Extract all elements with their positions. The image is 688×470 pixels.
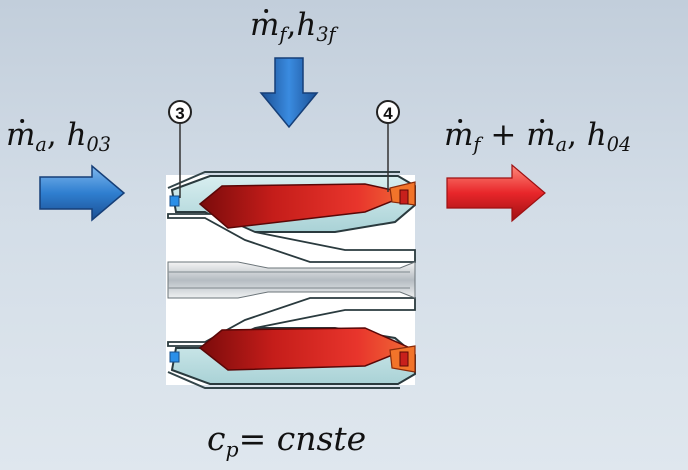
out-mdot-a-sub: a	[555, 133, 568, 157]
fuel-mdot: m	[250, 7, 280, 43]
out-mdot-f: m	[444, 117, 474, 153]
outlet-arrow-icon	[446, 163, 546, 223]
fuel-h: h	[296, 7, 317, 43]
cp-sub: p	[225, 437, 239, 462]
fuel-flow-label: mf,h3f	[250, 7, 336, 47]
fuel-sep: ,	[286, 7, 297, 43]
cp-eq: =	[238, 419, 277, 458]
air-mdot-sub: a	[35, 133, 47, 157]
air-flow-label: ma, h03	[6, 117, 111, 157]
air-h-sub: 03	[86, 133, 111, 157]
outlet-flow-label: mf + ma, h04	[444, 117, 632, 157]
combustor-body	[166, 171, 416, 389]
station-4-label: 4	[383, 104, 393, 123]
out-mdot-a: m	[526, 117, 556, 153]
out-mdot-f-sub: f	[473, 133, 481, 157]
inlet-arrow-icon	[39, 164, 126, 222]
out-h: h	[586, 117, 607, 153]
fuel-mdot-sub: f	[279, 23, 287, 47]
air-mdot: m	[6, 117, 36, 153]
fuel-h-sub: 3f	[316, 23, 336, 47]
fuel-arrow-icon	[259, 57, 319, 129]
out-h-sub: 04	[606, 133, 632, 157]
air-sep: ,	[46, 117, 67, 153]
station-4-marker: 4	[376, 100, 400, 192]
cp-rhs: cnste	[276, 419, 367, 458]
out-sep: ,	[567, 117, 587, 153]
air-h: h	[66, 117, 87, 153]
out-plus: +	[480, 117, 527, 153]
cp-c: c	[207, 419, 226, 458]
cp-constant-label: cp= cnste	[207, 422, 366, 460]
station-3-label: 3	[175, 104, 184, 123]
station-3-marker: 3	[168, 100, 192, 198]
